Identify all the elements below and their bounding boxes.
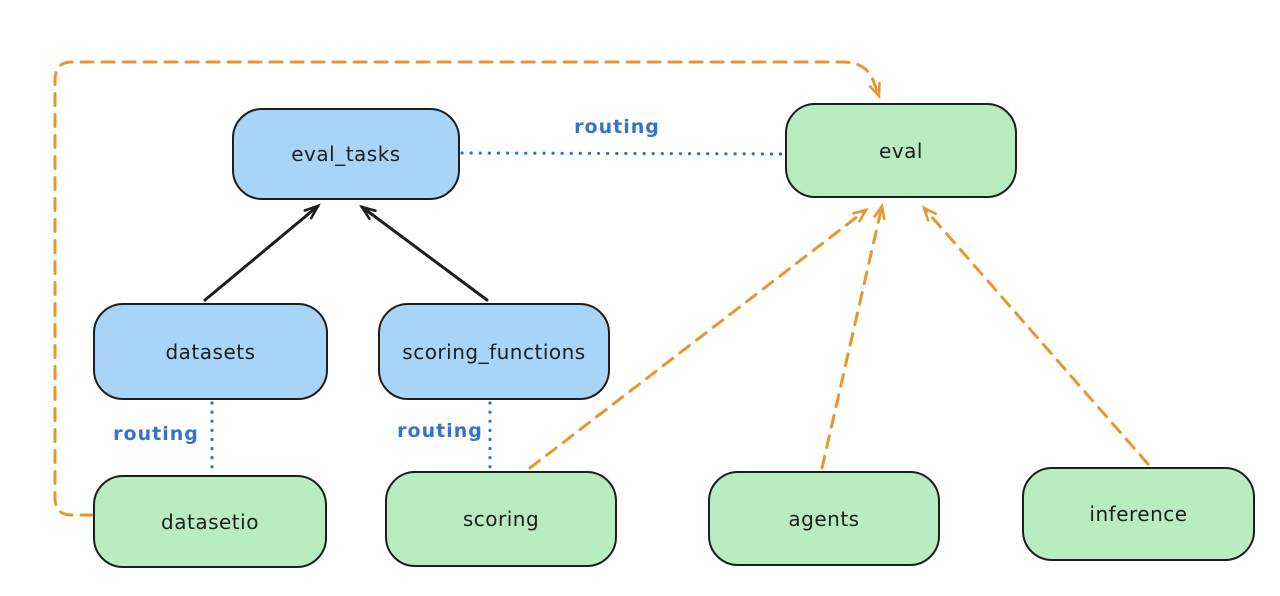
edge-datasetio-to-eval xyxy=(53,60,881,517)
node-scoring-functions: scoring_functions xyxy=(378,303,610,400)
node-eval: eval xyxy=(785,103,1017,198)
edge-datasets-to-eval_tasks xyxy=(203,203,321,302)
edge-agents-to-eval xyxy=(820,202,886,470)
routing-label-eval-tasks-eval: routing xyxy=(574,116,660,138)
edge-eval_tasks-to-eval-routing xyxy=(460,151,787,156)
node-datasetio: datasetio xyxy=(93,475,327,568)
edge-scoring_functions-to-eval_tasks xyxy=(359,204,489,302)
routing-label-datasets-datasetio: routing xyxy=(113,423,199,445)
node-eval-tasks: eval_tasks xyxy=(232,108,460,200)
edge-scoring-to-eval xyxy=(528,207,869,470)
node-inference: inference xyxy=(1022,467,1255,561)
node-agents: agents xyxy=(708,471,940,566)
routing-label-scoring-functions-scoring: routing xyxy=(397,420,483,442)
node-scoring: scoring xyxy=(385,471,617,567)
node-datasets: datasets xyxy=(93,303,328,400)
edge-inference-to-eval xyxy=(921,205,1150,466)
